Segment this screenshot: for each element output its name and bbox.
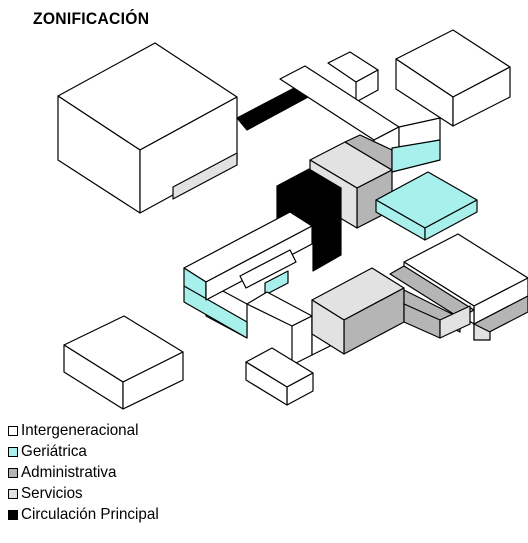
- lower-right-wing: [389, 233, 528, 341]
- floating-box-top-right: [395, 29, 511, 127]
- diagram-title: ZONIFICACIÓN: [33, 9, 150, 28]
- legend-swatch: [8, 467, 18, 478]
- legend-label: Intergeneracional: [21, 421, 139, 439]
- legend-item-circulacion: Circulación Principal: [6, 504, 166, 525]
- legend-label: Servicios: [21, 484, 83, 502]
- legend-item-administrativa: Administrativa: [6, 462, 166, 483]
- large-block-top-left: [57, 42, 238, 214]
- legend-item-geriatrica: Geriátrica: [6, 441, 166, 462]
- floating-box-bottom-left: [63, 315, 184, 410]
- services-band: [172, 152, 238, 200]
- geriatric-block-right: [375, 171, 478, 241]
- legend-item-servicios: Servicios: [6, 483, 166, 504]
- legend-swatch: [8, 425, 18, 436]
- small-block-top: [327, 51, 379, 103]
- legend-swatch: [8, 488, 18, 499]
- legend-label: Administrativa: [21, 463, 117, 481]
- legend-swatch: [8, 509, 18, 520]
- legend-item-intergeneracional: Intergeneracional: [6, 420, 166, 441]
- lower-central-block: [311, 267, 405, 355]
- legend-label: Circulación Principal: [21, 505, 159, 523]
- legend-label: Geriátrica: [21, 442, 87, 460]
- legend: Intergeneracional Geriátrica Administrat…: [6, 420, 166, 525]
- legend-swatch: [8, 446, 18, 457]
- lower-walkway: [183, 211, 347, 406]
- central-stack: [309, 134, 441, 229]
